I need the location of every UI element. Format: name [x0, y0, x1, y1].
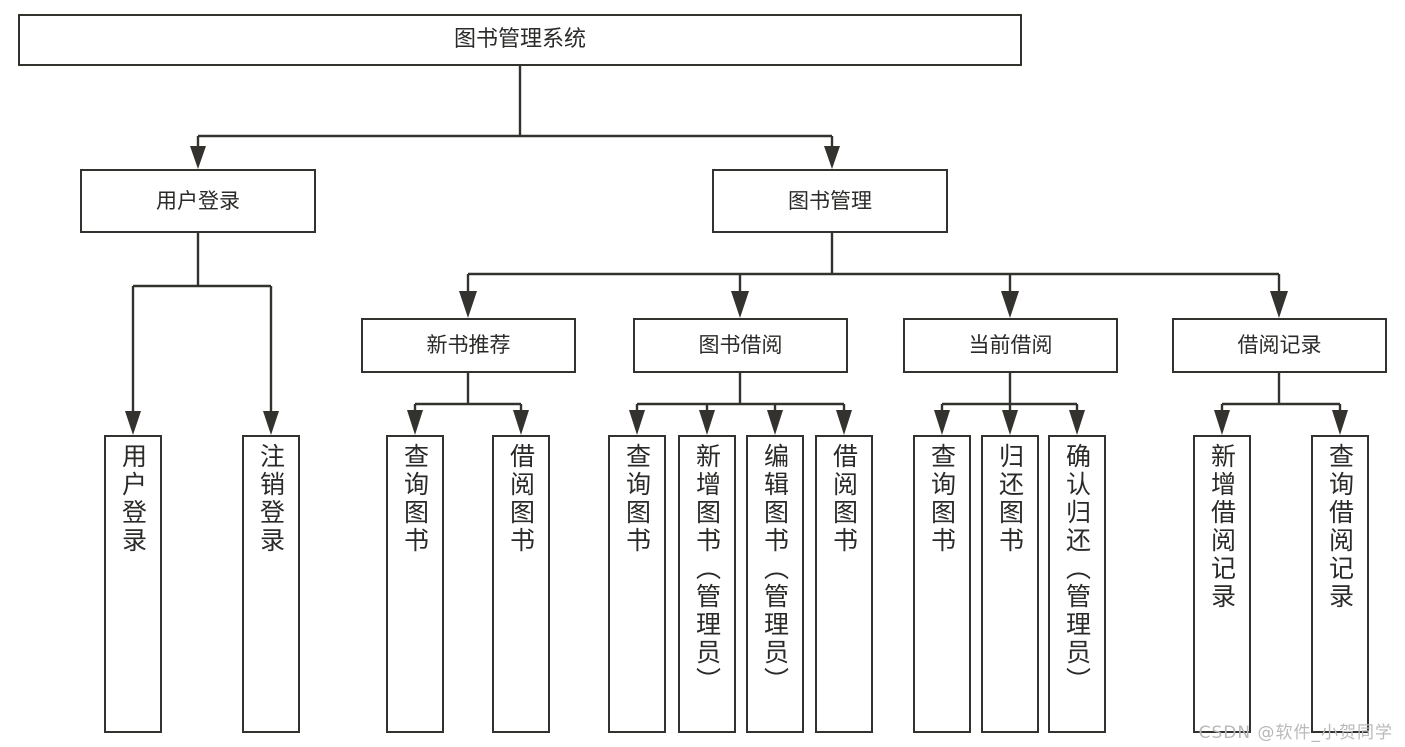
csdn-watermark: CSDN @软件_小贺同学 [1198, 723, 1393, 743]
node-leaf-borrow-book-recommend[interactable]: 借阅图书 [492, 435, 550, 733]
node-book-borrow[interactable]: 图书借阅 [633, 318, 848, 373]
node-label: 图书借阅 [698, 333, 783, 358]
node-leaf-return-book[interactable]: 归还图书 [981, 435, 1039, 733]
node-label: 新增借阅记录 [1207, 443, 1237, 611]
node-leaf-borrow-book[interactable]: 借阅图书 [815, 435, 873, 733]
node-user-login[interactable]: 用户登录 [80, 169, 316, 233]
node-label: 查询图书 [622, 443, 652, 555]
node-root-book-management-system[interactable]: 图书管理系统 [18, 14, 1022, 66]
node-leaf-logout-login[interactable]: 注销登录 [242, 435, 300, 733]
node-label: 借阅图书 [829, 443, 859, 555]
node-label: 查询图书 [927, 443, 957, 555]
node-leaf-edit-book-admin[interactable]: 编辑图书（管理员） [746, 435, 804, 733]
node-leaf-query-book-borrow[interactable]: 查询图书 [608, 435, 666, 733]
node-label: 编辑图书（管理员） [760, 443, 790, 695]
node-label: 注销登录 [256, 443, 286, 555]
node-label: 新增图书（管理员） [692, 443, 722, 695]
node-leaf-user-login[interactable]: 用户登录 [104, 435, 162, 733]
node-leaf-add-book-admin[interactable]: 新增图书（管理员） [678, 435, 736, 733]
node-leaf-query-book-recommend[interactable]: 查询图书 [386, 435, 444, 733]
node-label: 图书管理系统 [453, 27, 586, 53]
node-label: 查询借阅记录 [1325, 443, 1355, 611]
node-label: 用户登录 [118, 443, 148, 555]
node-label: 借阅记录 [1237, 333, 1322, 358]
node-current-borrow[interactable]: 当前借阅 [903, 318, 1118, 373]
node-label: 确认归还（管理员） [1062, 443, 1092, 695]
node-leaf-confirm-return-admin[interactable]: 确认归还（管理员） [1048, 435, 1106, 733]
node-new-book-recommend[interactable]: 新书推荐 [361, 318, 576, 373]
node-label: 用户登录 [156, 188, 240, 213]
node-label: 归还图书 [995, 443, 1025, 555]
node-label: 图书管理 [788, 188, 872, 213]
node-label: 查询图书 [400, 443, 430, 555]
node-label: 借阅图书 [506, 443, 536, 555]
node-borrow-record[interactable]: 借阅记录 [1172, 318, 1387, 373]
node-label: 当前借阅 [968, 333, 1053, 358]
node-label: 新书推荐 [426, 333, 511, 358]
node-book-management[interactable]: 图书管理 [712, 169, 948, 233]
node-leaf-query-borrow-record[interactable]: 查询借阅记录 [1311, 435, 1369, 733]
node-leaf-add-borrow-record[interactable]: 新增借阅记录 [1193, 435, 1251, 733]
node-leaf-query-book-current[interactable]: 查询图书 [913, 435, 971, 733]
